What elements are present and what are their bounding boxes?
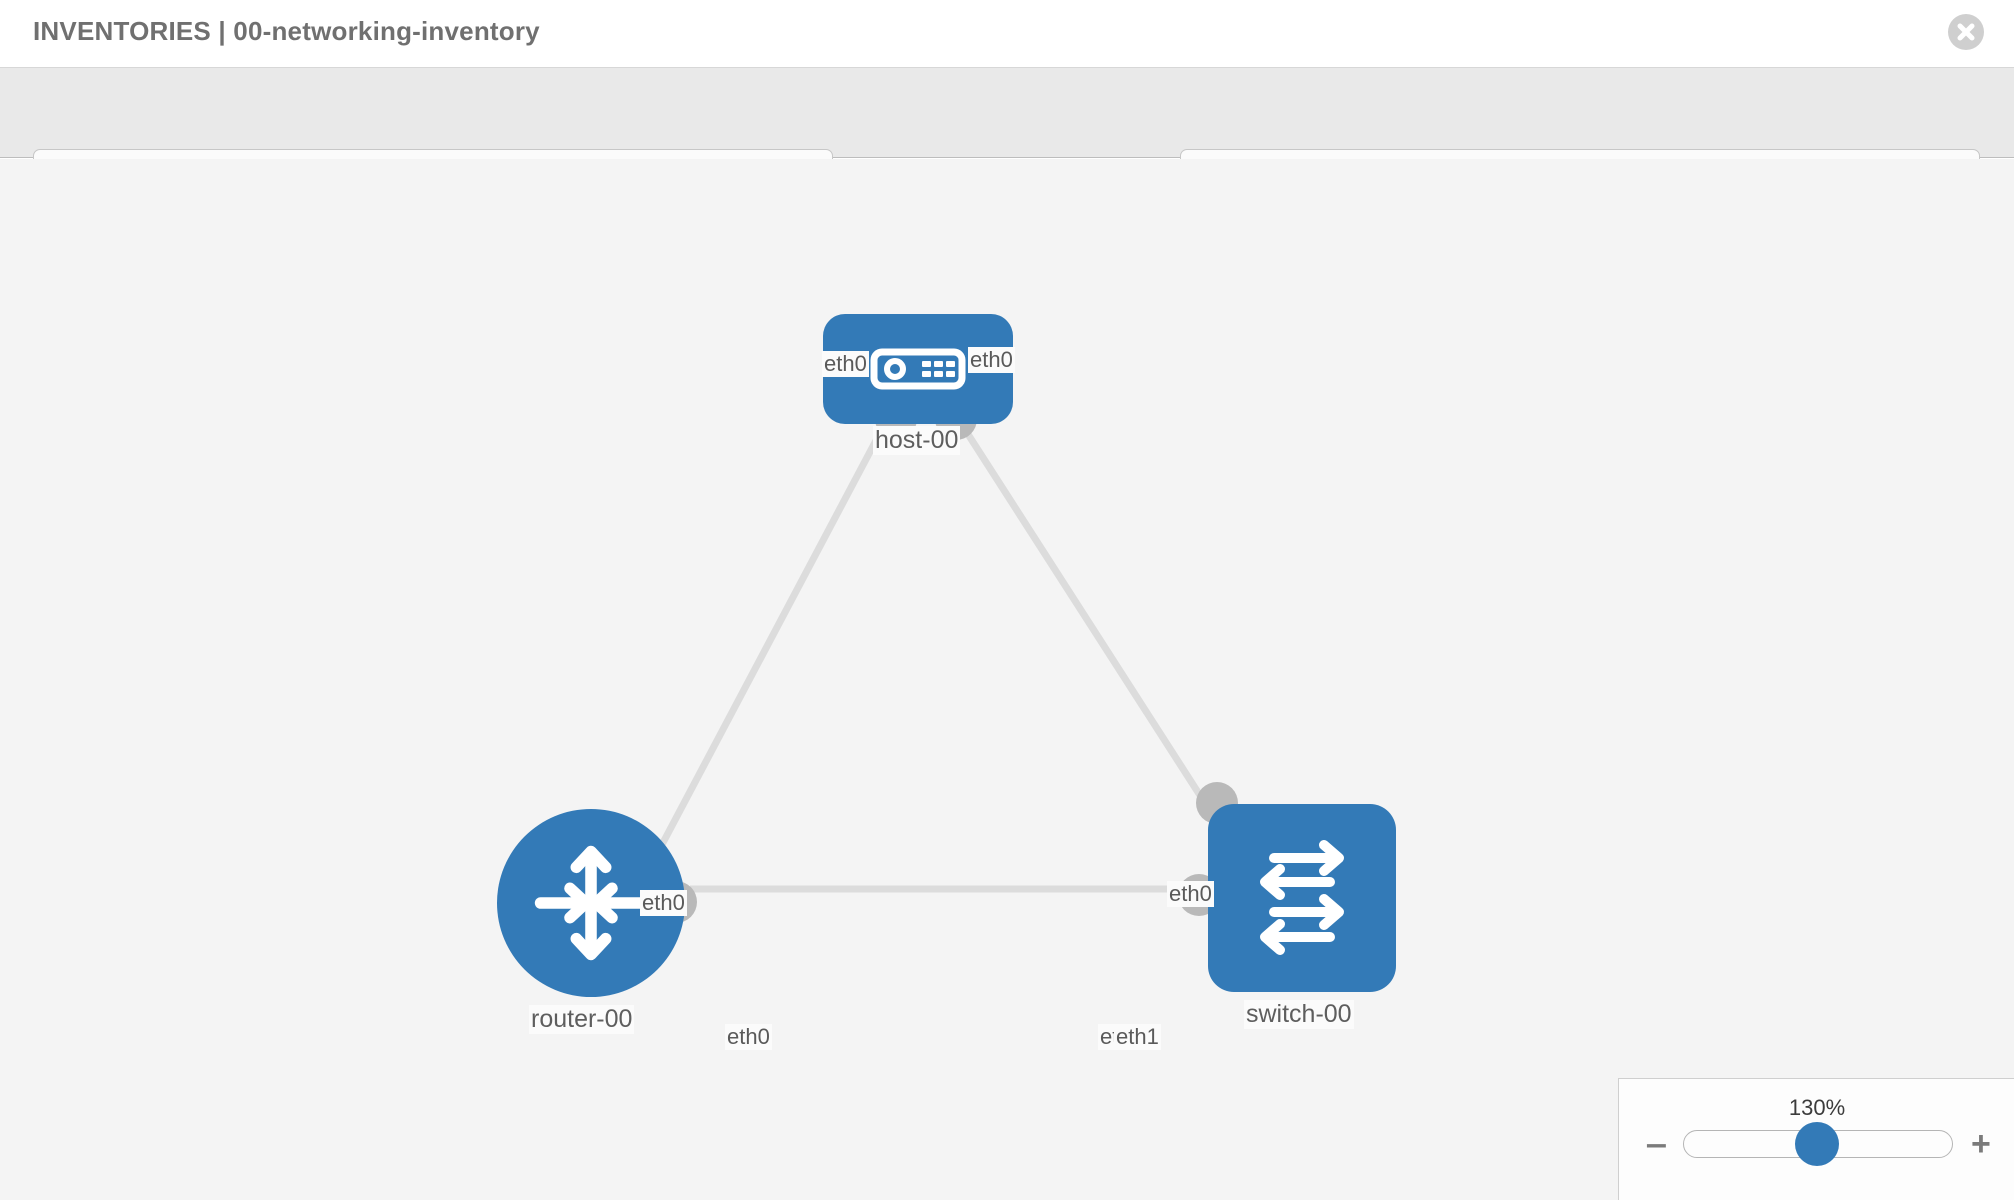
server-device-icon: [870, 348, 966, 390]
page-title: INVENTORIES | 00-networking-inventory: [33, 16, 540, 46]
edge-label-switch-up: eth0: [1167, 881, 1214, 907]
switch-node-shape[interactable]: [1208, 804, 1396, 992]
topology-links: [644, 412, 1231, 893]
edge-label-router-right: eth0: [725, 1024, 772, 1050]
node-label: switch-00: [1244, 1000, 1354, 1029]
zoom-in-button[interactable]: +: [1971, 1125, 1991, 1163]
zoom-level-value: 130%: [1788, 1095, 1846, 1120]
link-host-switch: [952, 412, 1231, 841]
edge-label-switch-left-b: eth1: [1114, 1024, 1161, 1050]
zoom-control: 130% ‒ +: [1618, 1078, 2014, 1200]
router-four-arrows-icon: [534, 845, 648, 961]
link-host-router: [644, 412, 894, 873]
page-header: INVENTORIES | 00-networking-inventory: [0, 0, 2014, 68]
node-label: router-00: [529, 1005, 635, 1034]
switch-arrows-icon: [1260, 840, 1344, 955]
edge-label-host-right: eth0: [968, 347, 1015, 373]
edge-label-host-left: eth0: [822, 351, 869, 377]
close-icon[interactable]: [1948, 14, 1984, 50]
zoom-out-button[interactable]: ‒: [1647, 1125, 1666, 1163]
topology-canvas[interactable]: host-00: [0, 159, 2014, 1200]
toolbar: ACTIONS SEARCH: [0, 68, 2014, 201]
zoom-slider-thumb[interactable]: [1795, 1122, 1839, 1166]
node-label: host-00: [873, 426, 961, 455]
edge-label-router-up: eth0: [640, 890, 687, 916]
